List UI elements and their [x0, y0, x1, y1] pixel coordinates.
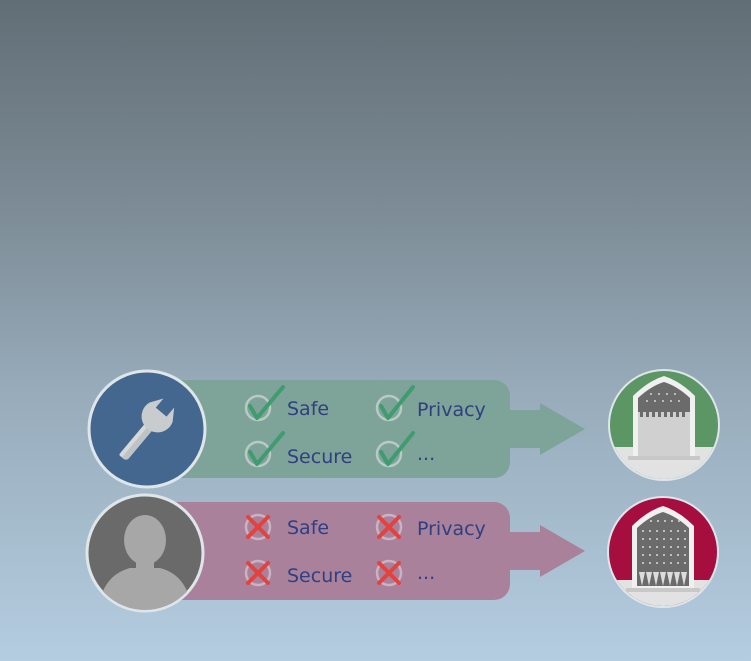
row-blocked-actor [85, 493, 205, 613]
wrench-icon [119, 398, 175, 460]
closed-portcullis-gate-icon [607, 496, 719, 608]
row-allowed: Safe Privacy Secure ... [87, 369, 720, 489]
open-portcullis-gate-icon [608, 369, 720, 481]
row-blocked-label: Safe [287, 517, 329, 539]
row-allowed-arrowhead [505, 403, 585, 455]
row-blocked-arrowhead [505, 525, 585, 577]
row-allowed-label: Secure [287, 446, 352, 468]
row-allowed-label: ... [417, 443, 435, 465]
cross-icon [244, 559, 272, 587]
checkmark-icon [244, 385, 285, 422]
row-blocked-label: Secure [287, 565, 352, 587]
person-silhouette-icon [98, 515, 192, 610]
row-blocked-label: ... [417, 562, 435, 584]
checkmark-icon [375, 431, 415, 468]
checkmark-icon [375, 385, 415, 422]
row-allowed-label: Safe [287, 398, 329, 420]
row-allowed-label: Privacy [417, 399, 486, 421]
cross-icon [375, 559, 403, 587]
row-allowed-actor [87, 369, 207, 489]
row-blocked-label: Privacy [417, 518, 486, 540]
row-blocked: Safe Privacy Secure ... [85, 493, 719, 613]
cross-icon [244, 513, 272, 541]
cross-icon [375, 513, 403, 541]
checkmark-icon [244, 431, 285, 468]
